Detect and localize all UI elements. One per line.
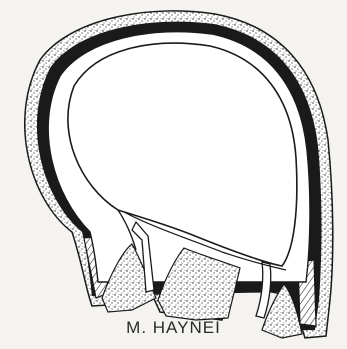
figure-caption: M. HAYNEI	[0, 318, 347, 338]
